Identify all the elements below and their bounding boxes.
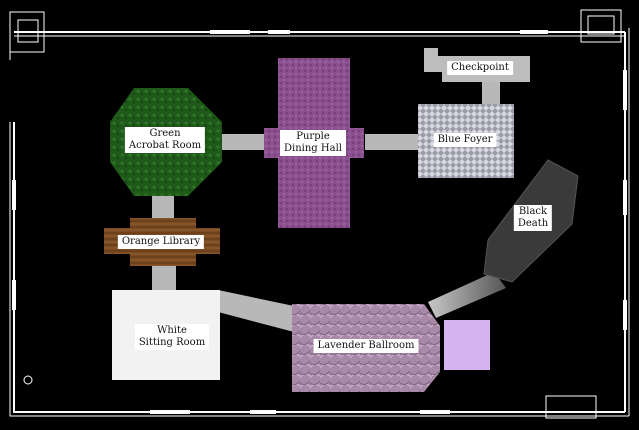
corridors xyxy=(152,80,506,332)
label-black-death: Black Death xyxy=(513,205,553,231)
label-green-acrobat-room: Green Acrobat Room xyxy=(124,127,206,153)
outer-walls xyxy=(9,9,630,419)
label-lavender-ballroom: Lavender Ballroom xyxy=(313,339,419,353)
label-purple-dining-hall: Purple Dining Hall xyxy=(280,130,346,156)
label-checkpoint: Checkpoint xyxy=(447,61,513,75)
label-orange-library: Orange Library xyxy=(117,235,205,249)
room-violet-annex[interactable] xyxy=(444,320,490,370)
label-white-sitting-room: White Sitting Room xyxy=(134,324,210,350)
label-blue-foyer: Blue Foyer xyxy=(433,133,497,147)
